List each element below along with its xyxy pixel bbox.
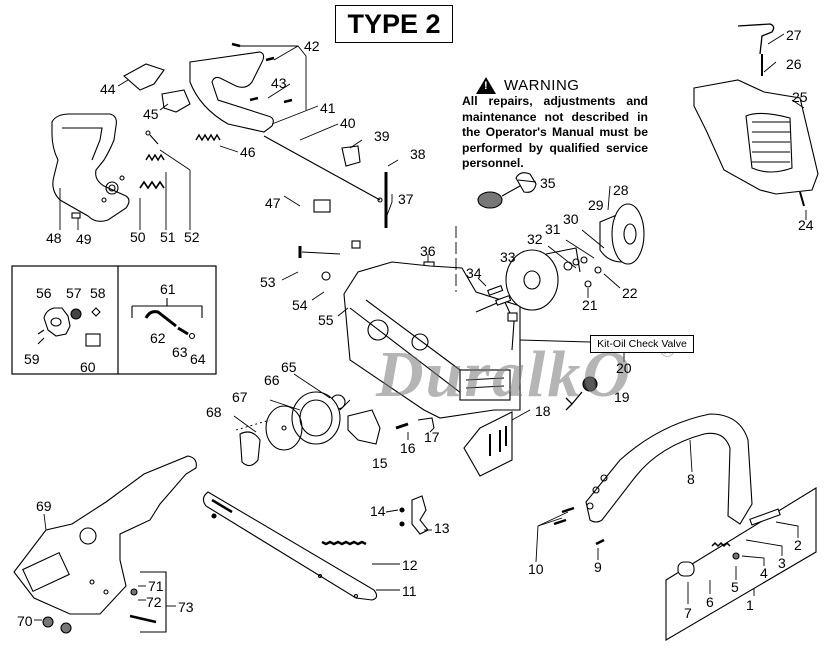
part-label[interactable]: 56 [36, 285, 52, 301]
part-label[interactable]: 30 [563, 211, 579, 227]
part-label[interactable]: 58 [90, 285, 106, 301]
part-label[interactable]: 22 [622, 285, 638, 301]
part-label[interactable]: 44 [100, 81, 116, 97]
warning-heading: WARNING [476, 76, 648, 94]
trigger-handle [123, 42, 293, 133]
leader-lines [34, 33, 807, 621]
part-label[interactable]: 36 [420, 243, 436, 259]
part-label[interactable]: 33 [500, 249, 516, 265]
part-label[interactable]: 61 [160, 281, 176, 297]
part-label[interactable]: 69 [36, 498, 52, 514]
part-label[interactable]: 28 [613, 182, 629, 198]
part-label[interactable]: 10 [528, 561, 544, 577]
part-label[interactable]: 55 [318, 312, 334, 328]
part-label[interactable]: 63 [172, 344, 188, 360]
oil-line-kit-parts [131, 298, 203, 340]
part-label[interactable]: 67 [232, 389, 248, 405]
part-label[interactable]: 59 [24, 351, 40, 367]
part-label[interactable]: 14 [370, 503, 386, 519]
part-label[interactable]: 4 [760, 565, 768, 581]
warning-heading-text: WARNING [504, 76, 580, 94]
part-label[interactable]: 45 [143, 106, 159, 122]
part-label[interactable]: 54 [292, 297, 308, 313]
part-label[interactable]: 37 [398, 191, 414, 207]
starter-assembly [693, 23, 819, 207]
part-label[interactable]: 1 [746, 597, 754, 613]
part-label[interactable]: 38 [410, 146, 426, 162]
part-label[interactable]: 3 [778, 555, 786, 571]
part-label[interactable]: 17 [424, 429, 440, 445]
part-label[interactable]: 32 [527, 231, 543, 247]
part-label[interactable]: 7 [684, 605, 692, 621]
part-label[interactable]: 5 [731, 579, 739, 595]
part-label[interactable]: 39 [374, 128, 390, 144]
part-label[interactable]: 42 [304, 38, 320, 54]
part-label[interactable]: 40 [340, 115, 356, 131]
watermark: DuralkO [376, 338, 633, 411]
part-label[interactable]: 62 [150, 330, 166, 346]
springs [71, 130, 221, 219]
oil-pump-parts [37, 307, 101, 347]
part-label[interactable]: 46 [240, 144, 256, 160]
part-label[interactable]: 27 [786, 27, 802, 43]
part-label[interactable]: 60 [80, 359, 96, 375]
part-label[interactable]: 34 [466, 265, 482, 281]
part-label[interactable]: 9 [594, 559, 602, 575]
part-label[interactable]: 72 [146, 594, 162, 610]
oil-cap [565, 376, 598, 411]
part-label[interactable]: 2 [794, 537, 802, 553]
warning-body-text: All repairs, adjustments and maintenance… [462, 94, 648, 170]
part-label[interactable]: 13 [434, 520, 450, 536]
bar-studs-and-spike [399, 411, 513, 535]
flywheel-assembly [477, 172, 645, 322]
part-label[interactable]: 29 [588, 197, 604, 213]
part-label[interactable]: 15 [372, 455, 388, 471]
part-label[interactable]: 18 [535, 403, 551, 419]
part-label[interactable]: 68 [206, 404, 222, 420]
part-label[interactable]: 24 [798, 217, 814, 233]
part-label[interactable]: 57 [66, 285, 82, 301]
part-label[interactable]: 26 [786, 56, 802, 72]
part-label[interactable]: 8 [687, 471, 695, 487]
part-label[interactable]: 49 [76, 231, 92, 247]
clutch-cover [13, 455, 197, 634]
clutch-parts [239, 391, 435, 467]
diagram-type-title: TYPE 2 [335, 5, 453, 43]
part-label[interactable]: 12 [402, 557, 418, 573]
front-handle-assembly [553, 413, 817, 641]
oil-pump-inset [11, 265, 217, 375]
part-label[interactable]: 73 [178, 599, 194, 615]
part-label[interactable]: 51 [160, 229, 176, 245]
part-label[interactable]: 25 [792, 89, 808, 105]
warning-triangle-icon [476, 76, 496, 94]
part-label[interactable]: 19 [614, 389, 630, 405]
part-label[interactable]: 11 [402, 583, 417, 599]
part-label[interactable]: 65 [281, 359, 297, 375]
oil-check-valve-callout[interactable]: Kit-Oil Check Valve [590, 335, 694, 353]
part-label[interactable]: 71 [148, 578, 164, 594]
part-label[interactable]: 47 [265, 195, 281, 211]
part-label[interactable]: 48 [46, 230, 62, 246]
part-label[interactable]: 41 [320, 100, 336, 116]
part-label[interactable]: 64 [190, 351, 206, 367]
part-label[interactable]: 20 [616, 360, 632, 376]
part-label[interactable]: 50 [130, 229, 146, 245]
part-label[interactable]: 53 [260, 274, 276, 290]
part-label[interactable]: 52 [184, 229, 200, 245]
part-label[interactable]: 16 [400, 440, 416, 456]
part-label[interactable]: 35 [540, 175, 556, 191]
part-label[interactable]: 43 [271, 75, 287, 91]
part-label[interactable]: 21 [582, 297, 598, 313]
part-label[interactable]: 6 [706, 594, 714, 610]
engine-housing [298, 246, 521, 419]
part-label[interactable]: 31 [545, 221, 561, 237]
part-label[interactable]: 66 [264, 372, 280, 388]
rear-handle [51, 113, 130, 222]
part-label[interactable]: 70 [17, 613, 33, 629]
warning-notice: WARNING All repairs, adjustments and mai… [462, 76, 648, 172]
guide-bar-and-chain [202, 491, 378, 601]
